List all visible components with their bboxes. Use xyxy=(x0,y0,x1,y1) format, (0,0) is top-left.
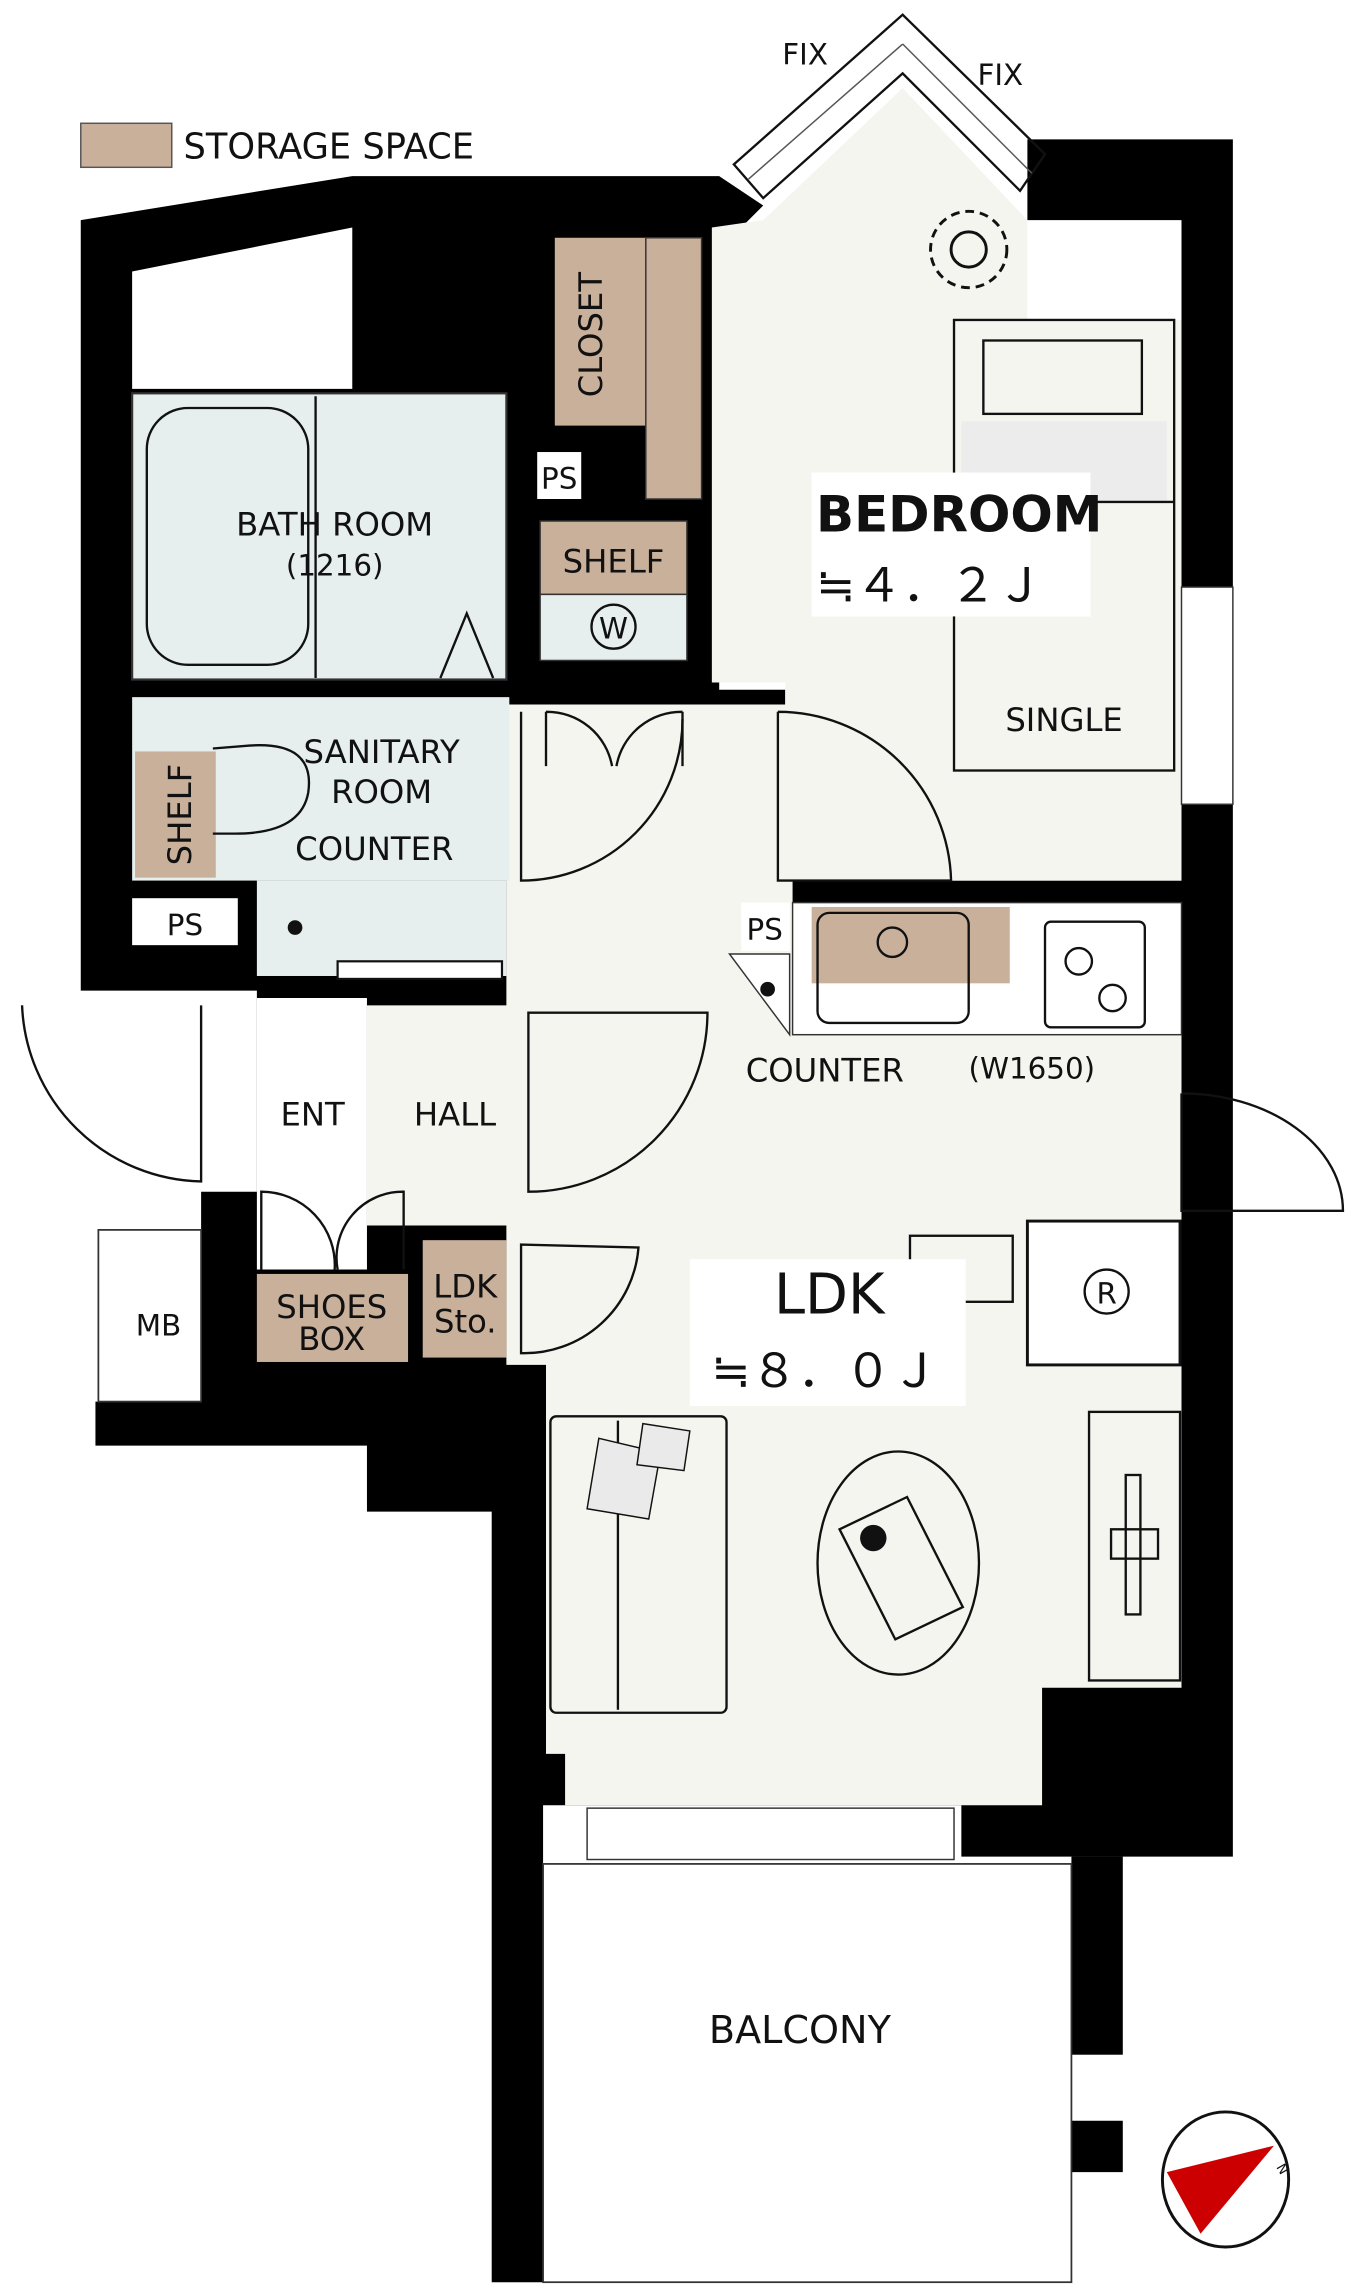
ent-label: ENT xyxy=(281,1096,346,1134)
counter-marker xyxy=(760,981,775,997)
sanitary-label-2: ROOM xyxy=(331,773,432,811)
shoes-box-label-2: BOX xyxy=(298,1320,365,1358)
ps-box-3 xyxy=(741,902,790,952)
sanitary-shelf xyxy=(135,751,216,878)
ldk-storage-label-1: LDK xyxy=(433,1267,498,1305)
counter-marker xyxy=(287,920,303,935)
sink-area xyxy=(811,907,1010,984)
toilet xyxy=(336,960,504,981)
fridge-label: R xyxy=(1096,1276,1116,1310)
shelf-label: SHELF xyxy=(563,542,665,580)
bay-window: FIX FIX xyxy=(732,13,1047,200)
wash-basin xyxy=(212,744,311,835)
sanitary-shelf-label: SHELF xyxy=(161,764,199,866)
dining-table xyxy=(816,1450,981,1676)
fix-label-left: FIX xyxy=(782,38,828,72)
washer-label: W xyxy=(599,611,628,645)
mb-label: MB xyxy=(136,1309,181,1343)
closet-side xyxy=(645,237,703,500)
pipe-space-corner xyxy=(728,953,791,1037)
balcony-window xyxy=(586,1807,955,1861)
ldk-size: ≒８．０Ｊ xyxy=(711,1344,938,1399)
bath-room-size: (1216) xyxy=(286,548,384,582)
washer-shelf xyxy=(539,520,688,596)
legend-label: STORAGE SPACE xyxy=(183,127,474,168)
bedroom-label: BEDROOM xyxy=(816,485,1102,543)
sink-drain-icon xyxy=(876,926,909,959)
bathtub xyxy=(145,396,495,679)
stove xyxy=(1043,920,1146,1029)
fix-label-right: FIX xyxy=(977,58,1023,92)
ps-box-1 xyxy=(537,452,582,500)
bedroom-window xyxy=(1180,586,1234,806)
shoes-box xyxy=(256,1273,409,1362)
ps-label-1: PS xyxy=(541,462,577,496)
ps-box-2 xyxy=(132,898,238,946)
legend-swatch xyxy=(80,122,173,169)
kitchen-width-label: (W1650) xyxy=(969,1052,1096,1086)
closet-label: CLOSET xyxy=(572,272,610,398)
legend: STORAGE SPACE xyxy=(80,122,474,169)
bedroom-label-bg xyxy=(811,472,1091,617)
plant-icon xyxy=(929,209,1009,290)
balcony-area xyxy=(542,1863,1073,2284)
shoes-box-label-1: SHOES xyxy=(276,1288,387,1326)
washer-icon xyxy=(590,603,637,650)
sanitary-counter-label: COUNTER xyxy=(295,830,453,868)
bath-room-label: BATH ROOM xyxy=(236,506,433,544)
bath-room-area xyxy=(131,392,508,681)
bedroom-size: ≒４．２Ｊ xyxy=(816,559,1043,614)
fridge-icon xyxy=(1083,1268,1130,1315)
closet xyxy=(554,237,646,426)
mb-area xyxy=(97,1229,202,1403)
ent-area xyxy=(256,998,367,1270)
ldk-label: LDK xyxy=(774,1263,886,1328)
ldk-storage xyxy=(422,1240,507,1358)
ps-label-3: PS xyxy=(747,912,783,946)
sanitary-label-1: SANITARY xyxy=(304,733,460,771)
sink xyxy=(816,911,970,1025)
tv-unit xyxy=(1087,1410,1182,1682)
shaft-void xyxy=(132,227,353,389)
sofa xyxy=(549,1415,728,1714)
doors xyxy=(20,710,1345,1355)
hall-label: HALL xyxy=(414,1096,496,1134)
ldk-label-bg xyxy=(689,1259,966,1407)
burner-icon xyxy=(1098,983,1127,1013)
bed-label: SINGLE xyxy=(1005,701,1122,739)
ps-label-2: PS xyxy=(167,908,203,942)
compass-icon: N xyxy=(1160,2110,1290,2249)
burner-icon xyxy=(1064,946,1094,976)
fridge xyxy=(1025,1219,1182,1367)
balcony-label: BALCONY xyxy=(709,2008,892,2052)
kitchen-counter-label: COUNTER xyxy=(746,1052,904,1090)
ldk-storage-label-2: Sto. xyxy=(434,1303,497,1341)
